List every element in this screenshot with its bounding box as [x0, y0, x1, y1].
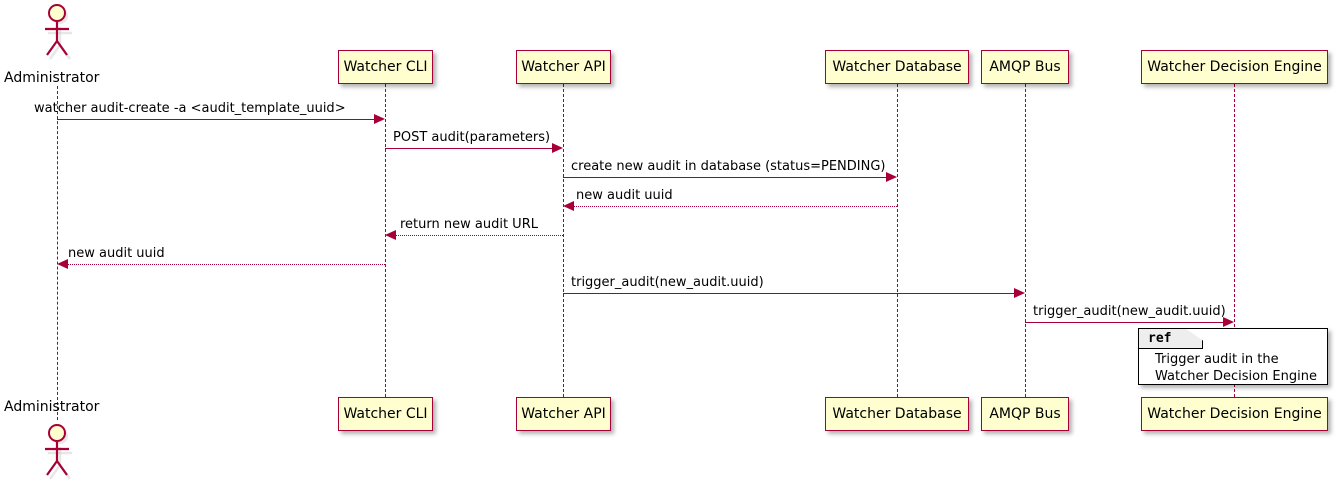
participant-watcher-api-bottom[interactable]: Watcher API [516, 397, 611, 431]
message-label-5: return new audit URL [400, 217, 538, 232]
participant-watcher-decision-engine-top[interactable]: Watcher Decision Engine [1141, 50, 1328, 84]
participant-watcher-database-bottom[interactable]: Watcher Database [825, 397, 969, 431]
message-arrowhead-6 [57, 259, 68, 269]
participant-amqp-bus-top[interactable]: AMQP Bus [981, 50, 1069, 84]
message-line-1 [57, 119, 374, 120]
lifeline-watcher-cli [385, 84, 386, 397]
message-arrowhead-1 [374, 114, 385, 124]
message-arrowhead-2 [552, 143, 563, 153]
message-line-3 [563, 177, 886, 178]
message-label-6: new audit uuid [68, 246, 165, 261]
participant-watcher-api-top[interactable]: Watcher API [516, 50, 611, 84]
message-label-4: new audit uuid [576, 188, 673, 203]
message-label-2: POST audit(parameters) [393, 130, 551, 145]
lifeline-watcher-decision-engine [1234, 84, 1235, 397]
actor-stick-figure-icon [38, 4, 78, 60]
participant-watcher-cli-bottom[interactable]: Watcher CLI [338, 397, 433, 431]
participant-watcher-decision-engine-bottom[interactable]: Watcher Decision Engine [1141, 397, 1328, 431]
message-label-8: trigger_audit(new_audit.uuid) [1033, 304, 1226, 319]
lifeline-amqp-bus [1025, 84, 1026, 397]
message-line-5 [396, 235, 563, 236]
message-label-7: trigger_audit(new_audit.uuid) [571, 275, 764, 290]
message-arrowhead-3 [886, 172, 897, 182]
message-line-2 [385, 148, 552, 149]
actor-label-top: Administrator [4, 70, 100, 86]
ref-fragment-body: Trigger audit in the Watcher Decision En… [1155, 352, 1317, 384]
message-line-6 [68, 264, 385, 265]
actor-label-bottom: Administrator [4, 399, 100, 415]
message-arrowhead-5 [385, 230, 396, 240]
actor-stick-figure-icon-bottom [38, 424, 78, 480]
participant-amqp-bus-bottom[interactable]: AMQP Bus [981, 397, 1069, 431]
lifeline-watcher-database [897, 84, 898, 397]
message-label-3: create new audit in database (status=PEN… [571, 159, 886, 174]
participant-watcher-database-top[interactable]: Watcher Database [825, 50, 969, 84]
message-line-7 [563, 293, 1014, 294]
ref-fragment-box: ref Trigger audit in the Watcher Decisio… [1138, 328, 1328, 385]
lifeline-watcher-api [563, 84, 564, 397]
message-line-4 [574, 206, 897, 207]
message-arrowhead-4 [563, 201, 574, 211]
message-arrowhead-7 [1014, 288, 1025, 298]
message-label-1: watcher audit-create -a <audit_template_… [34, 101, 346, 116]
message-arrowhead-8 [1223, 317, 1234, 327]
participant-watcher-cli-top[interactable]: Watcher CLI [338, 50, 433, 84]
lifeline-administrator [57, 86, 58, 420]
message-line-8 [1025, 322, 1223, 323]
ref-fragment-keyword: ref [1139, 329, 1203, 349]
